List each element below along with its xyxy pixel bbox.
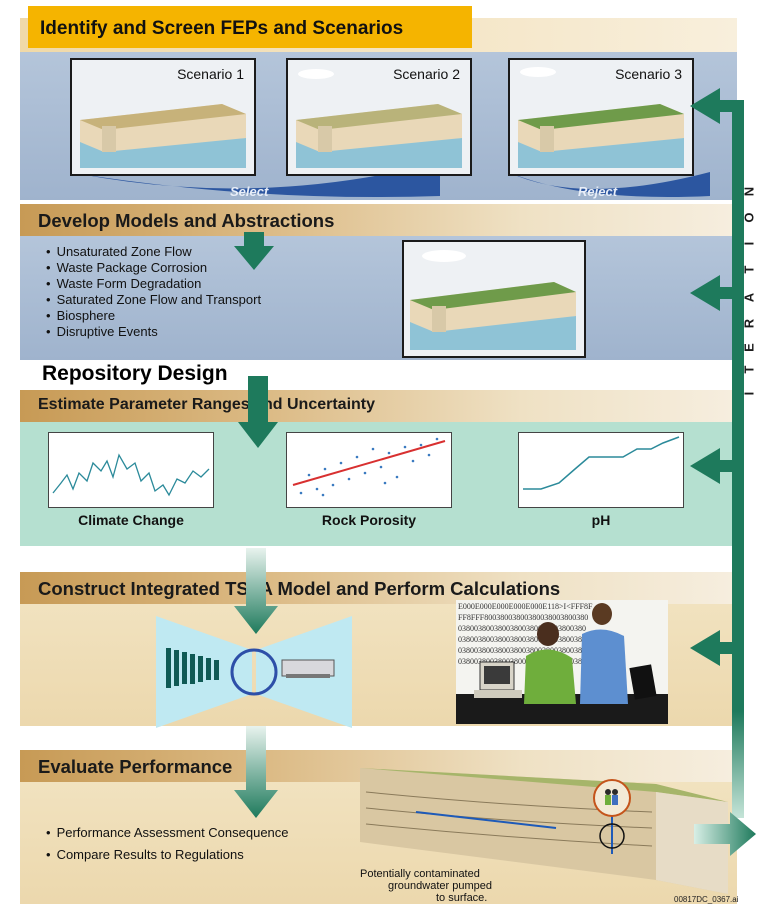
iteration-letter: T xyxy=(741,365,757,374)
iteration-letter: I xyxy=(741,241,757,246)
select-label: Select xyxy=(230,184,269,199)
scenario-2-terrain-illustration xyxy=(296,69,462,168)
iteration-arrow xyxy=(690,88,744,818)
repository-design-label: Repository Design xyxy=(42,362,228,385)
groundwater-caption-1: Potentially contaminated xyxy=(360,868,480,880)
list-item: Waste Package Corrosion xyxy=(46,260,261,276)
down-arrow-tspa xyxy=(234,548,278,634)
scenario-1-box: Scenario 1 xyxy=(70,58,256,176)
scenario-2-label: Scenario 2 xyxy=(393,66,460,82)
iteration-letter: E xyxy=(741,343,757,352)
down-arrow-models xyxy=(234,232,274,270)
people-at-computer-illustration xyxy=(456,603,668,724)
code-line: 0380038003800380038003800380038 xyxy=(458,646,582,655)
models-title-bar xyxy=(20,204,737,236)
iteration-letter: I xyxy=(741,391,757,396)
code-line: E000E000E000E000E000E118>I<FFF8F xyxy=(458,602,593,611)
list-item: Biosphere xyxy=(46,308,261,324)
climate-change-plot xyxy=(48,432,214,508)
scenario-2-box: Scenario 2 xyxy=(286,58,472,176)
scenario-1-label: Scenario 1 xyxy=(177,66,244,82)
reject-label: Reject xyxy=(578,184,618,199)
scenario-1-terrain-illustration xyxy=(80,104,246,168)
iteration-letter: A xyxy=(741,292,757,303)
rock-porosity-label: Rock Porosity xyxy=(321,512,417,528)
list-item: Performance Assessment Consequence xyxy=(46,822,289,844)
code-line: 0380038003800380038003800380038 xyxy=(458,657,582,666)
rock-porosity-plot xyxy=(286,432,452,508)
header-title-box xyxy=(28,6,472,48)
tspa-title: Construct Integrated TSPA Model and Perf… xyxy=(38,578,561,599)
scenario-3-label: Scenario 3 xyxy=(615,66,682,82)
list-item: Unsaturated Zone Flow xyxy=(46,244,261,260)
models-list: Unsaturated Zone Flow Waste Package Corr… xyxy=(46,244,262,340)
models-title: Develop Models and Abstractions xyxy=(38,210,335,231)
tspa-photo: E000E000E000E000E000E118>I<FFF8F FF8FFF8… xyxy=(456,600,668,724)
code-line: 03800380038003800380038003800380 xyxy=(458,624,586,633)
evaluate-title: Evaluate Performance xyxy=(38,756,233,777)
model-terrain-illustration xyxy=(410,250,576,350)
ph-plot xyxy=(518,432,684,508)
parameters-title-bar xyxy=(20,390,737,422)
scenario-3-box: Scenario 3 xyxy=(508,58,694,176)
list-item: Waste Form Degradation xyxy=(46,276,261,292)
exit-arrow xyxy=(694,812,756,856)
climate-change-label: Climate Change xyxy=(78,512,184,528)
scenario-3-terrain-illustration xyxy=(518,67,684,168)
model-illustration-box xyxy=(402,240,586,358)
code-line: FF8FFF80038003800380038003800380 xyxy=(458,613,589,622)
groundwater-caption-2: groundwater pumped xyxy=(388,880,492,892)
code-line: 0380038003800380038003800380038 xyxy=(458,635,582,644)
parameters-title: Estimate Parameter Ranges and Uncertaint… xyxy=(38,396,376,413)
figure-id: 00817DC_0367.ai xyxy=(674,895,739,904)
evaluate-list: Performance Assessment Consequence Compa… xyxy=(46,822,289,866)
tspa-model-graphic xyxy=(156,616,352,728)
iteration-letter: O xyxy=(741,212,757,223)
down-arrow-evaluate xyxy=(234,726,278,818)
tspa-title-bar xyxy=(20,572,737,604)
ph-label: pH xyxy=(591,512,611,528)
iteration-letter: N xyxy=(741,186,757,197)
down-arrow-parameters xyxy=(238,376,278,448)
groundwater-caption-3: to surface. xyxy=(436,892,488,904)
list-item: Compare Results to Regulations xyxy=(46,844,289,866)
list-item: Saturated Zone Flow and Transport xyxy=(46,292,262,308)
iteration-letter: T xyxy=(741,265,757,274)
groundwater-block-illustration xyxy=(360,768,728,894)
iteration-letter: R xyxy=(741,318,757,329)
header-title: Identify and Screen FEPs and Scenarios xyxy=(40,18,404,39)
list-item: Disruptive Events xyxy=(46,324,261,340)
select-reject-curves xyxy=(80,162,710,198)
